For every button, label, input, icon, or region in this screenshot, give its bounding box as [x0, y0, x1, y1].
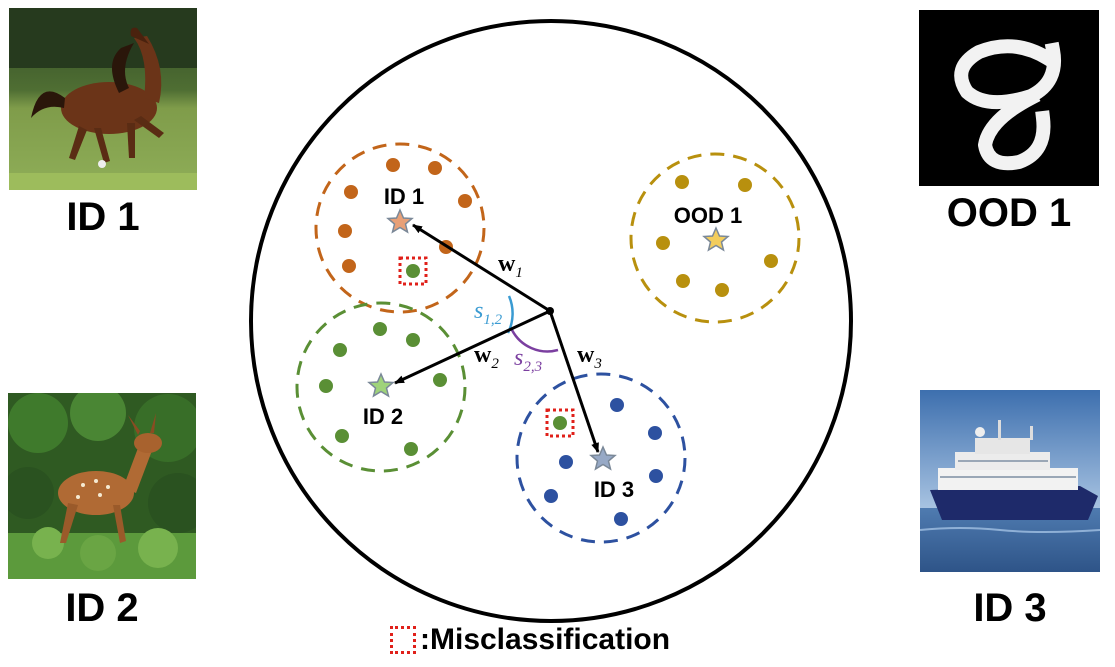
id2-cluster-boundary [295, 301, 467, 473]
id2-point [433, 373, 447, 387]
sample-feature-point [546, 307, 554, 315]
id1-point [338, 224, 352, 238]
id3-point [614, 512, 628, 526]
w1-vector-arrow [412, 223, 551, 313]
w3-vector-arrow [548, 310, 600, 453]
s23-label: s2,3 [514, 345, 542, 375]
id2-cluster: ID 2 [295, 301, 467, 473]
ood1-point [656, 236, 670, 250]
ood1-point [764, 254, 778, 268]
ood1-cluster-boundary [629, 152, 801, 324]
id1-point [458, 194, 472, 208]
misclassification-marker [545, 408, 575, 438]
id3-point [610, 398, 624, 412]
w3-label: w3 [577, 342, 602, 372]
id3-point [544, 489, 558, 503]
id3-point [648, 426, 662, 440]
id2-point [406, 333, 420, 347]
ood1-point [738, 178, 752, 192]
hypersphere-boundary [249, 19, 853, 623]
id3-prototype-star [589, 445, 617, 471]
id1-point [386, 158, 400, 172]
id3-cluster-label: ID 3 [594, 477, 634, 502]
ood1-point [676, 274, 690, 288]
id3-cluster-boundary [515, 372, 687, 544]
id2-point [404, 442, 418, 456]
misclassification-marker [398, 256, 428, 286]
id2-prototype-star [367, 372, 395, 398]
digit-image [919, 10, 1099, 186]
id1-point [344, 185, 358, 199]
id2-point [335, 429, 349, 443]
ood1-prototype-star [702, 226, 730, 252]
id2-cluster-label: ID 2 [363, 404, 403, 429]
ship-image [920, 390, 1100, 572]
fawn-image [8, 393, 196, 579]
id2-point [319, 379, 333, 393]
w1-label: w1 [498, 251, 523, 281]
id3-point [559, 455, 573, 469]
w2-label: w2 [474, 342, 499, 372]
ood1-point [675, 175, 689, 189]
legend-label: :Misclassification [420, 623, 671, 656]
id1-cluster: ID 1 [314, 142, 486, 314]
misclassified-point [406, 264, 420, 278]
misclassification-legend-marker [390, 626, 416, 654]
id3-image-caption: ID 3 [973, 586, 1047, 630]
id1-cluster-label: ID 1 [384, 184, 424, 209]
id1-cluster-boundary [314, 142, 486, 314]
misclassified-point [553, 416, 567, 430]
legend: :Misclassification [390, 622, 670, 658]
id1-image-caption: ID 1 [66, 195, 140, 239]
horse-image [9, 8, 197, 190]
id3-cluster: ID 3 [515, 372, 687, 544]
id2-point [373, 322, 387, 336]
id3-point [649, 469, 663, 483]
id1-prototype-star [386, 208, 414, 234]
id2-image-caption: ID 2 [65, 586, 139, 630]
ood1-image-caption: OOD 1 [946, 191, 1072, 235]
ood1-cluster: OOD 1 [629, 152, 801, 324]
ood1-point [715, 283, 729, 297]
id2-point [333, 343, 347, 357]
ood1-cluster-label: OOD 1 [674, 203, 742, 228]
w2-vector-arrow [394, 309, 551, 385]
id1-point [428, 161, 442, 175]
id1-point [342, 259, 356, 273]
s12-label: s1,2 [474, 298, 503, 328]
angle-arc-s23 [510, 329, 559, 353]
